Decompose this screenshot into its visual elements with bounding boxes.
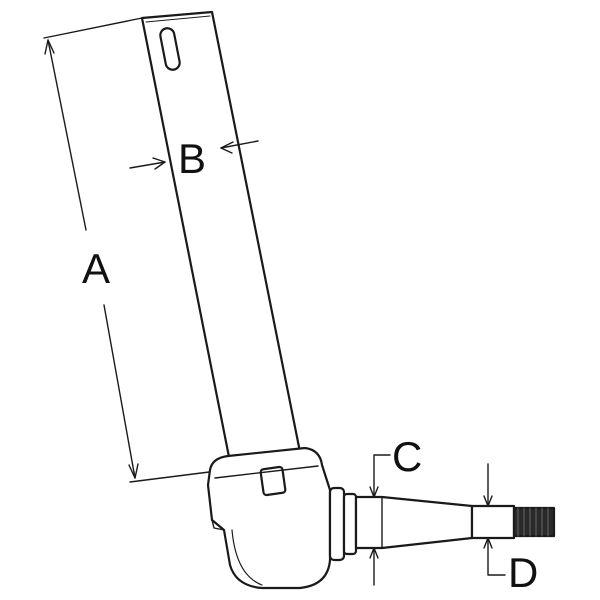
label-a: A: [82, 245, 111, 292]
spindle-shaft: [140, 10, 302, 464]
housing-window: [259, 465, 287, 497]
dimension-c: [369, 454, 391, 586]
label-d: D: [508, 549, 539, 596]
shaft-slot: [159, 27, 181, 71]
dimension-d: [483, 463, 506, 576]
spindle-taper: [354, 495, 556, 550]
label-b: B: [178, 135, 207, 182]
knuckle-housing: [206, 446, 332, 590]
dimension-b: [129, 140, 259, 170]
threaded-end: [512, 506, 556, 538]
spindle-collar: [328, 486, 358, 562]
label-c: C: [392, 433, 423, 480]
